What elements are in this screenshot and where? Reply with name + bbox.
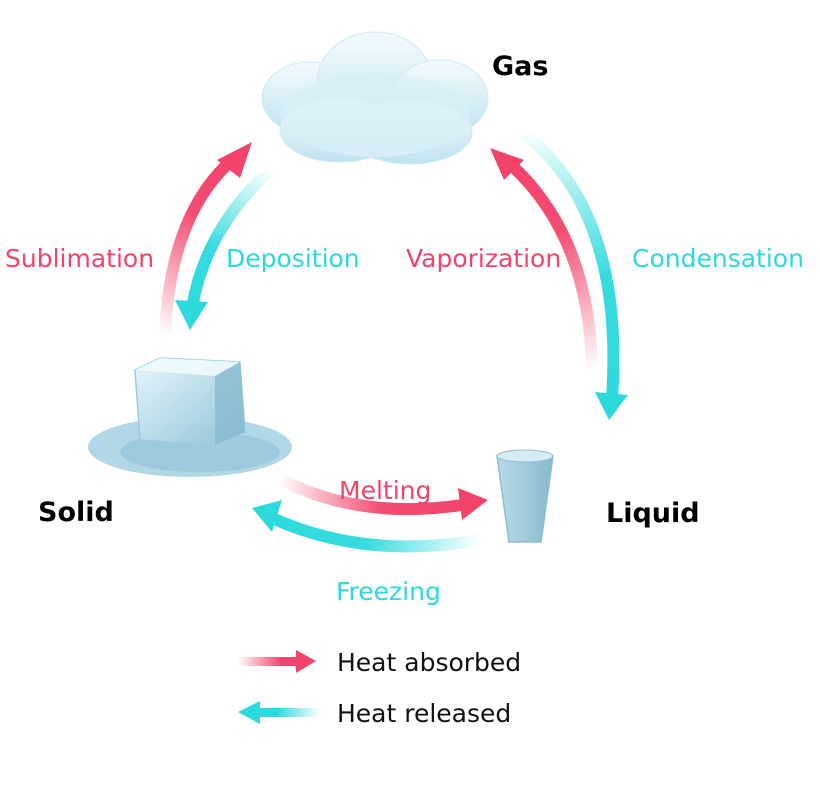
gas-label: Gas (492, 51, 549, 82)
freezing-arrow (252, 500, 484, 553)
legend-absorbed-label: Heat absorbed (337, 648, 522, 677)
sublimation-label: Sublimation (5, 244, 155, 273)
legend-absorbed-arrow (238, 650, 316, 673)
melting-label: Melting (339, 476, 432, 505)
condensation-arrow (514, 124, 628, 420)
cloud-icon (261, 31, 489, 165)
melting-arrow (276, 474, 488, 520)
vaporization-arrow (490, 148, 598, 376)
condensation-label: Condensation (632, 244, 804, 273)
glass-of-water-icon (496, 449, 554, 543)
freezing-label: Freezing (336, 577, 441, 606)
ice-cube-icon (88, 357, 292, 477)
liquid-label: Liquid (606, 498, 700, 529)
legend-released-arrow (238, 701, 320, 724)
legend-released-label: Heat released (337, 699, 512, 728)
deposition-label: Deposition (226, 244, 360, 273)
vaporization-label: Vaporization (406, 244, 562, 273)
deposition-arrow (175, 164, 276, 330)
sublimation-arrow (159, 142, 252, 341)
solid-label: Solid (38, 497, 114, 528)
